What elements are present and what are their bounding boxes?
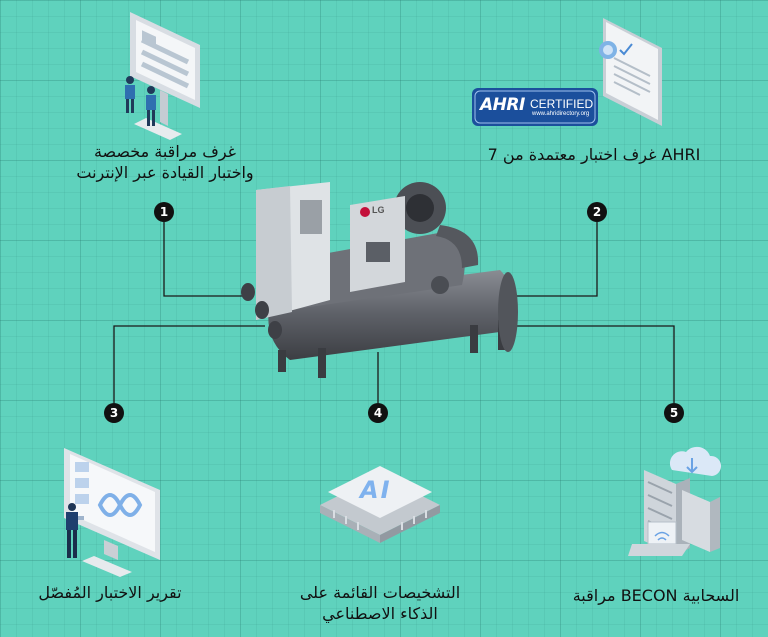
- certified-text: CERTIFIED: [530, 97, 594, 111]
- connector-3: [113, 325, 265, 403]
- marker-1: 1: [154, 202, 174, 222]
- connector-1: [163, 222, 250, 297]
- label-3: تقرير الاختبار المُفصّل: [10, 582, 210, 603]
- label-3-line1: تقرير الاختبار المُفصّل: [38, 583, 182, 602]
- ahri-url-text: www.ahridirectory.org: [532, 111, 590, 117]
- label-1-line1: غرف مراقبة مخصصة: [93, 142, 237, 161]
- marker-2: 2: [587, 202, 607, 222]
- label-2: AHRI غرف اختبار معتمدة من 7: [462, 144, 726, 165]
- ahri-badge: AHRI CERTIFIED www.ahridirectory.org: [474, 90, 596, 124]
- label-4-line2: الذكاء الاصطناعي: [322, 604, 438, 623]
- label-4-line1: التشخيصات القائمة على: [299, 583, 461, 602]
- marker-3: 3: [104, 403, 124, 423]
- ahri-logo-text: AHRI: [480, 95, 525, 115]
- label-5-line1: السحابية BECON مراقبة: [572, 586, 740, 605]
- label-5: السحابية BECON مراقبة: [556, 585, 756, 606]
- label-2-line1: AHRI غرف اختبار معتمدة من 7: [487, 145, 701, 164]
- marker-5: 5: [664, 403, 684, 423]
- connector-5: [500, 325, 675, 403]
- label-1: غرف مراقبة مخصصة واختبار القيادة عبر الإ…: [40, 141, 290, 183]
- ai-chip-label: AI: [360, 476, 392, 504]
- label-4: التشخيصات القائمة على الذكاء الاصطناعي: [270, 582, 490, 624]
- label-1-line2: واختبار القيادة عبر الإنترنت: [76, 163, 254, 182]
- chiller-brand-logo: LG: [372, 205, 385, 215]
- marker-4: 4: [368, 403, 388, 423]
- connector-2: [508, 222, 598, 297]
